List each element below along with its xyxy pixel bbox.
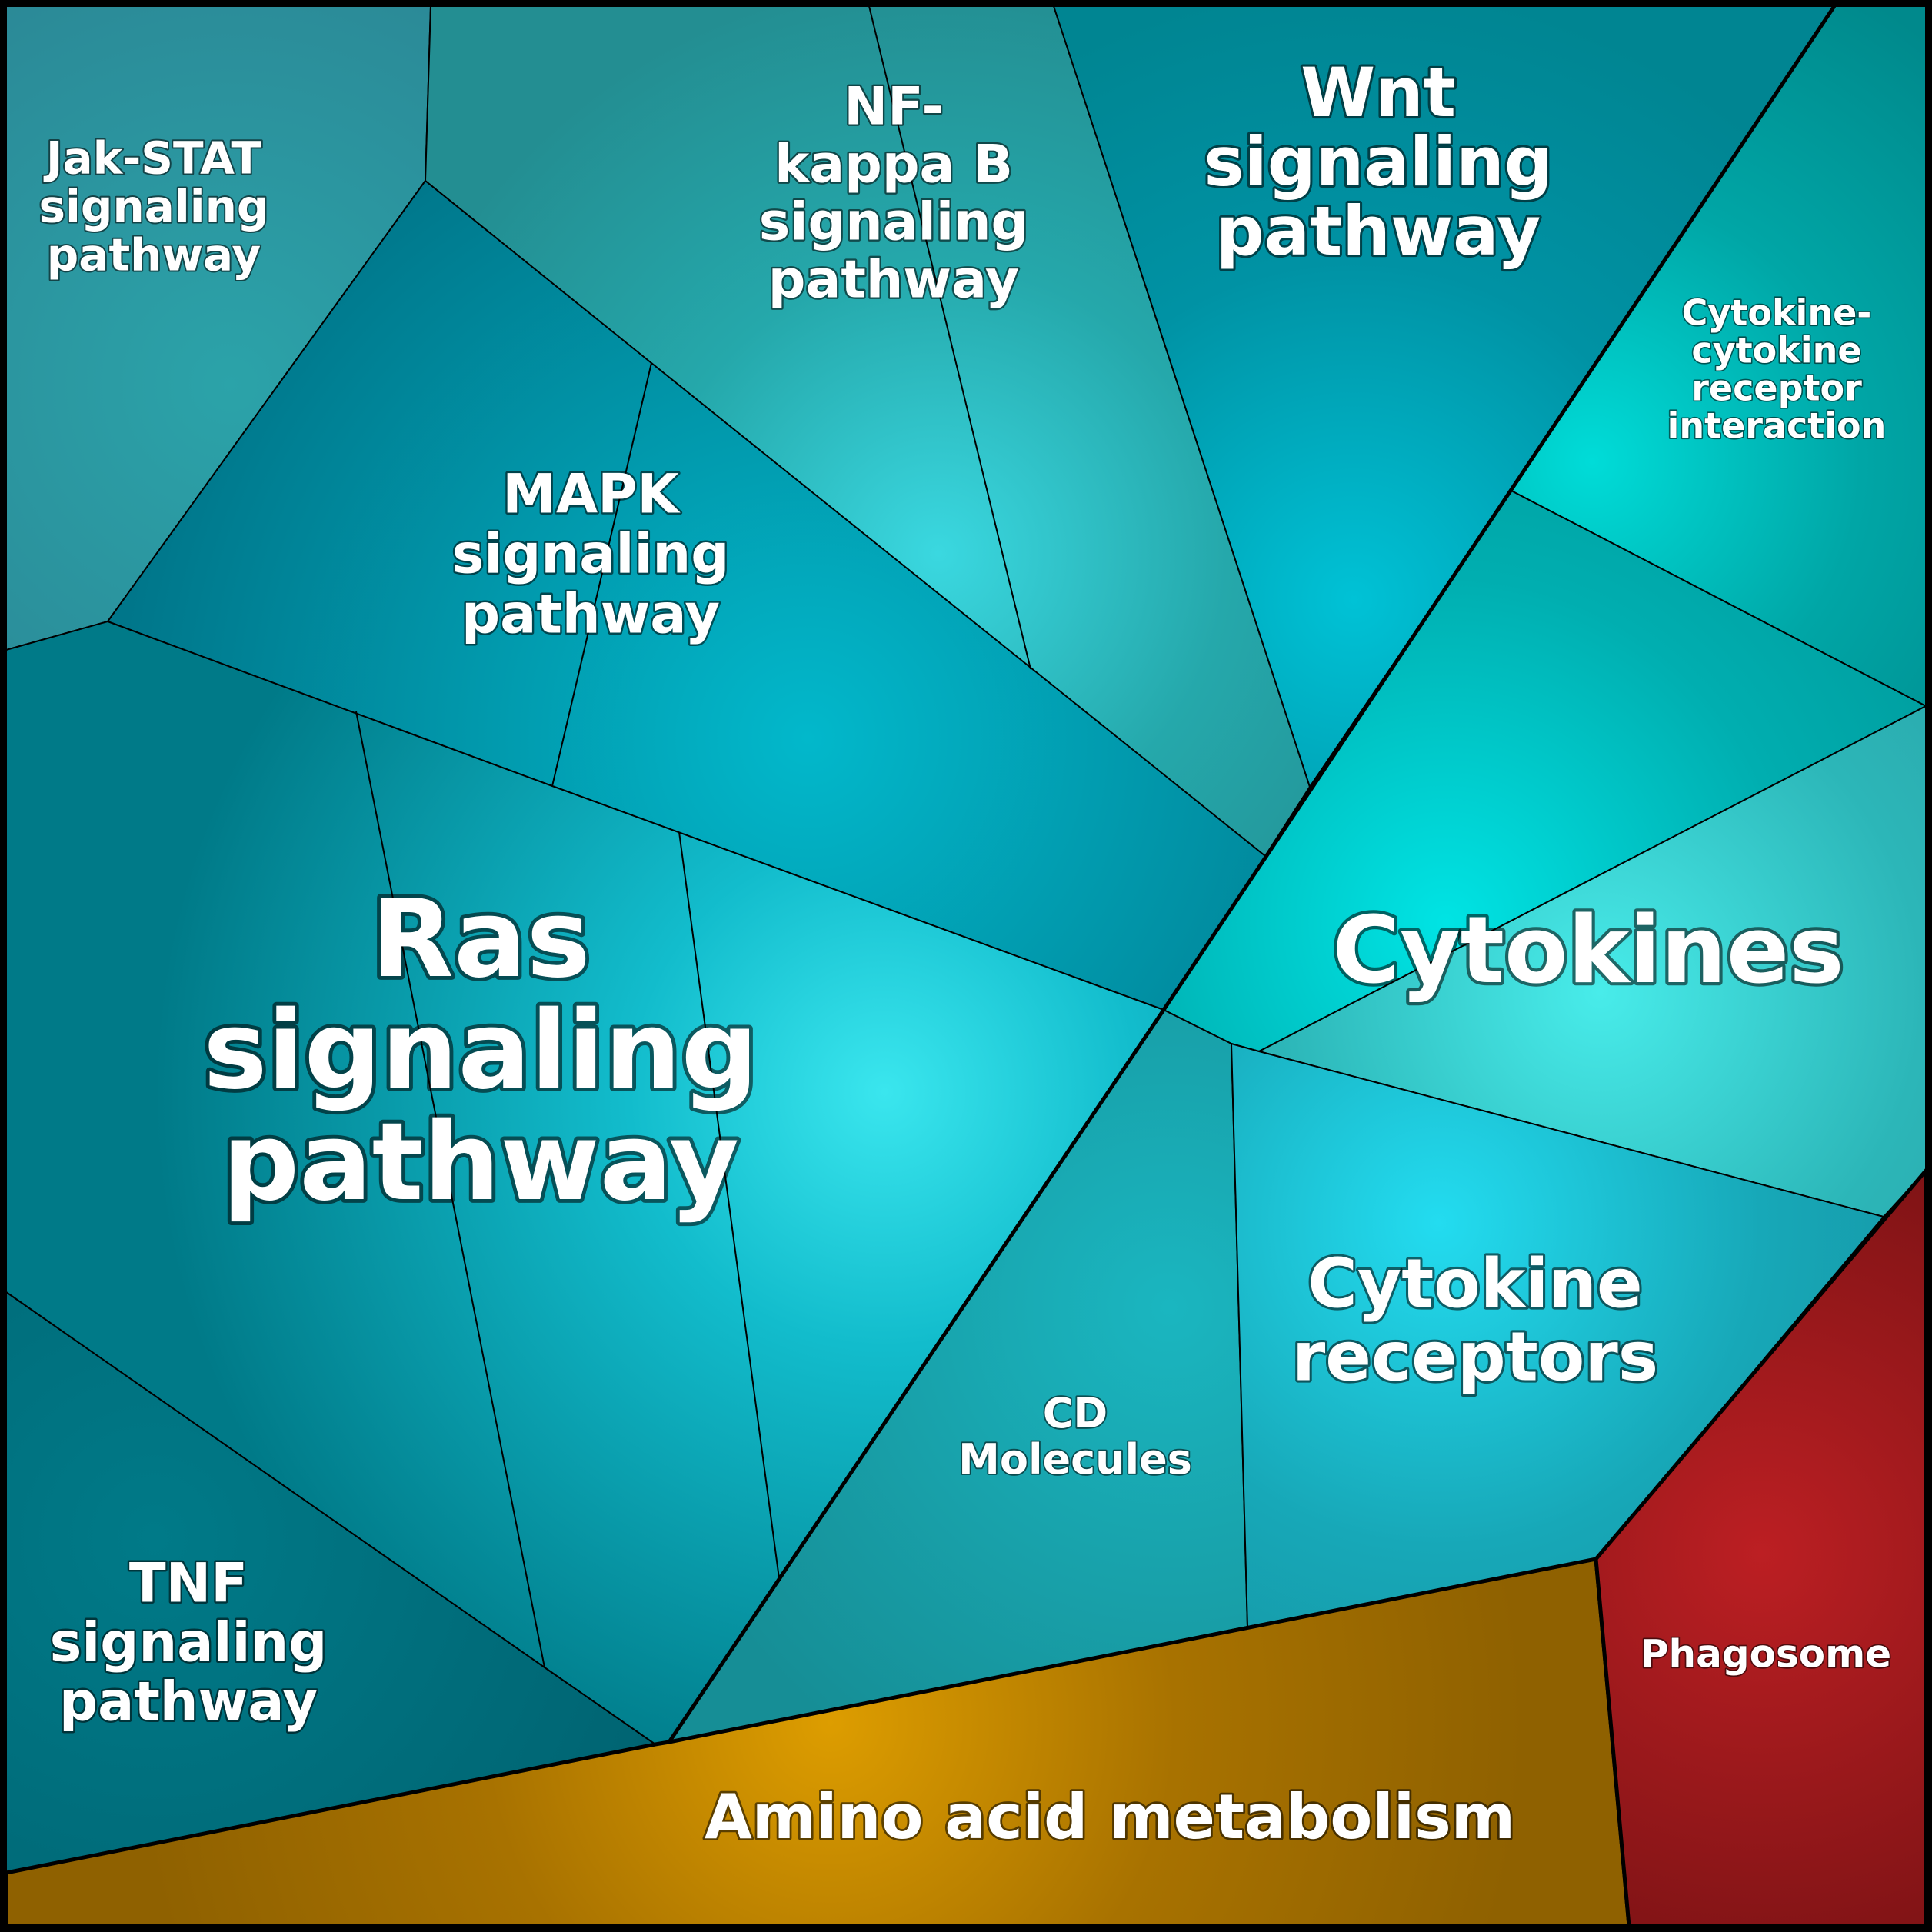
boundary-ras-split-b: [678, 831, 780, 1579]
label-cytorec-line: receptors: [1292, 1317, 1658, 1396]
cells: [4, 5, 1928, 1928]
label-mapk-line: pathway: [461, 583, 720, 646]
label-nfkb-line: kappa B: [774, 134, 1013, 195]
label-ras-line: Ras: [371, 877, 591, 1002]
label-cd-line: Molecules: [958, 1435, 1192, 1484]
label-cytokines: Cytokines: [1332, 898, 1844, 1004]
label-cd-line: CD: [1043, 1389, 1108, 1437]
label-jakstat-line: pathway: [47, 228, 261, 281]
sub-boundaries: [355, 5, 1031, 1668]
label-cytorec-line: Cytokine: [1307, 1244, 1643, 1323]
cell-phagosome[interactable]: [1594, 1165, 1928, 1928]
label-ras-line: signaling: [203, 988, 758, 1114]
label-wnt-line: pathway: [1216, 192, 1541, 271]
label-nfkb-line: NF-: [844, 76, 944, 137]
label-phago: Phagosome: [1641, 1632, 1891, 1677]
label-jakstat-line: Jak-STAT: [43, 132, 262, 184]
label-wnt-line: Wnt: [1301, 53, 1456, 132]
boundary-nfkb-split: [868, 5, 1031, 670]
label-ccri-line: receptor: [1691, 368, 1862, 409]
label-wnt-line: signaling: [1204, 122, 1553, 202]
label-ccri-line: Cytokine-: [1682, 292, 1872, 334]
label-cytokines-line: Cytokines: [1332, 898, 1844, 1004]
label-nfkb-line: pathway: [768, 249, 1019, 310]
label-ccri-line: cytokine: [1691, 330, 1861, 371]
boundary-mapk-split: [551, 362, 652, 787]
label-ccri-line: interaction: [1667, 405, 1887, 447]
label-mapk-line: MAPK: [502, 463, 681, 526]
label-amino-line: Amino acid metabolism: [705, 1781, 1515, 1853]
label-tnf-line: TNF: [129, 1552, 248, 1615]
label-phago-line: Phagosome: [1641, 1632, 1891, 1677]
label-mapk-line: signaling: [452, 523, 730, 586]
label-ras-line: pathway: [222, 1100, 739, 1225]
label-amino: Amino acid metabolism: [705, 1781, 1515, 1853]
label-tnf-line: pathway: [59, 1671, 318, 1734]
label-jakstat-line: signaling: [39, 180, 269, 232]
label-nfkb-line: signaling: [759, 192, 1028, 252]
label-tnf-line: signaling: [50, 1611, 328, 1674]
boundary-signal-cytokine: [667, 5, 1837, 1744]
boundary-ras-split-a: [355, 711, 545, 1668]
